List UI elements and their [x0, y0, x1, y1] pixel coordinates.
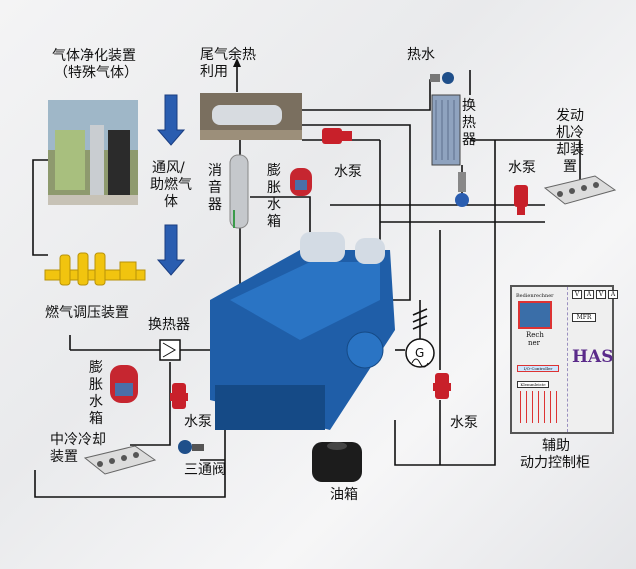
rechner-label-1: Rech: [526, 331, 544, 339]
label-cabinet-2: 动力控制柜: [520, 455, 590, 471]
mfr-box: MFR: [572, 313, 596, 322]
engine-image: [210, 232, 395, 430]
klemmleiste-box: Klemmleiste: [517, 381, 549, 388]
label-ventilation-2: 助燃气: [150, 177, 192, 193]
label-engine-cooler-2: 机冷: [556, 125, 584, 141]
meter-a: A: [608, 290, 618, 299]
label-cabinet-1: 辅助: [542, 438, 570, 454]
silencer-image: [229, 154, 249, 229]
exhaust-heat-exchanger-image: [200, 93, 302, 140]
pump-right: [514, 185, 528, 215]
heat-exchanger-left-icon: [159, 339, 181, 361]
water-pumps: [170, 128, 528, 409]
label-water-pump-left: 水泵: [184, 414, 212, 430]
label-expansion-tank-top: 膨胀水箱: [267, 163, 281, 230]
plate-heat-exchanger: [431, 94, 461, 166]
label-heat-exchanger-right: 换热器: [462, 98, 476, 148]
label-expansion-tank-left: 膨胀水箱: [89, 360, 103, 427]
label-engine-cooler-4: 置: [563, 159, 577, 175]
three-way-valve: [178, 440, 204, 454]
rechner-label-2: ner: [528, 339, 540, 347]
label-special-gas: （特殊气体）: [54, 65, 138, 81]
meter-v: V: [572, 290, 582, 299]
exhaust-arrow: [233, 58, 241, 92]
label-gas-regulator: 燃气调压装置: [45, 305, 129, 321]
label-ventilation-3: 体: [164, 194, 178, 210]
label-silencer: 消音器: [208, 163, 222, 213]
label-intercooler-2: 装置: [50, 449, 78, 465]
label-gas-purification: 气体净化装置: [52, 48, 136, 64]
label-three-way-valve: 三通阀: [184, 462, 226, 478]
engine-cooler: [543, 175, 617, 205]
auxiliary-control-cabinet: Bedienrechner V A V A MFR Rech ner I/O-C…: [510, 285, 618, 434]
gas-regulator-image: [44, 252, 146, 286]
intercooler: [83, 445, 157, 475]
pump-top: [322, 128, 352, 144]
label-engine-cooler-3: 却装: [556, 142, 584, 158]
label-exhaust-heat-2: 利用: [200, 64, 228, 80]
label-ventilation-1: 通风/: [152, 160, 185, 176]
io-controller-box: I/O-Controller: [517, 365, 559, 372]
pump-bottom: [433, 373, 451, 399]
control-valve-right: [455, 172, 469, 207]
label-water-pump-top: 水泵: [334, 164, 362, 180]
label-intercooler-1: 中冷冷却: [50, 432, 106, 448]
hot-water-valve: [430, 72, 454, 84]
bedienrechner-label: Bedienrechner: [516, 293, 554, 299]
oil-tank-image: [312, 442, 362, 482]
label-exhaust-heat-1: 尾气余热: [200, 47, 256, 63]
label-oil-tank: 油箱: [330, 487, 358, 503]
meter-row: V A V A: [572, 290, 618, 299]
label-heat-exchanger-left: 换热器: [148, 317, 190, 333]
label-generator: G: [415, 346, 425, 360]
meter-v: V: [596, 290, 606, 299]
label-hot-water: 热水: [407, 47, 435, 63]
pump-left: [170, 383, 188, 409]
label-water-pump-bottom: 水泵: [450, 415, 478, 431]
label-water-pump-right: 水泵: [508, 160, 536, 176]
has-label: HAS: [572, 347, 614, 367]
computer-screen-icon: [518, 301, 552, 329]
label-engine-cooler-1: 发动: [556, 108, 584, 124]
wiring-icon: [520, 391, 558, 423]
meter-a: A: [584, 290, 594, 299]
generator-symbol: [405, 338, 435, 368]
expansion-tank-top: [290, 168, 312, 196]
gas-purification-image: [48, 100, 138, 205]
air-flow-arrows: [156, 94, 186, 276]
expansion-tank-left: [110, 365, 138, 403]
